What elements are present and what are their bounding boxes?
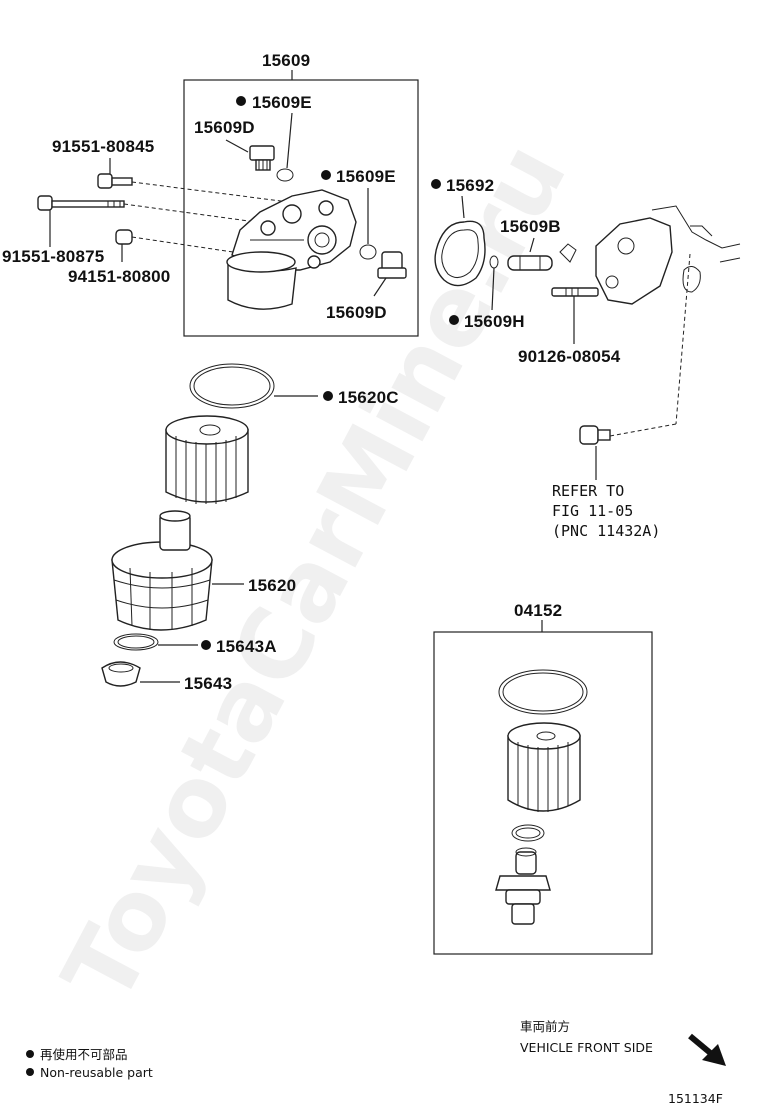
- oil-filter-housing: [226, 189, 357, 310]
- oring-15609E-right: [359, 244, 377, 260]
- pipe-15609B: [507, 255, 553, 271]
- bolt-91551-80845: [97, 173, 133, 189]
- callout-15609D-top: 15609D: [194, 118, 255, 137]
- callout-91551-80875: 91551-80875: [2, 247, 104, 266]
- non-reusable-dot-icon: [201, 640, 211, 650]
- oring-15643A: [113, 633, 159, 651]
- filter-cap-15620: [111, 510, 213, 631]
- stud-90126-08054: [551, 287, 599, 297]
- stud-94151-80800: [115, 229, 133, 245]
- callout-90126-08054: 90126-08054: [518, 347, 621, 366]
- legend-en: Non-reusable part: [40, 1065, 153, 1080]
- non-reusable-dot-icon: [321, 170, 331, 180]
- kit-oring-small: [511, 824, 545, 842]
- engine-block-fragment: [559, 205, 741, 305]
- kit-oring-large: [498, 669, 588, 715]
- kit-drain-fitting: [495, 847, 551, 925]
- kit-filter-element: [507, 722, 581, 812]
- bolt-11432A: [579, 425, 611, 445]
- callout-15692: 15692: [446, 176, 494, 195]
- filter-element: [165, 415, 249, 504]
- refer-line-2: FIG 11-05: [552, 502, 633, 520]
- oring-15609E-top: [276, 168, 294, 182]
- assembly-label-04152: 04152: [514, 601, 562, 620]
- callout-15643A: 15643A: [216, 637, 277, 656]
- drain-plug-15643: [101, 661, 141, 687]
- refer-line-1: REFER TO: [552, 482, 624, 500]
- callout-15609B: 15609B: [500, 217, 561, 236]
- figure-id: 151134F: [668, 1091, 723, 1106]
- assembly-box-15609: [183, 79, 419, 337]
- direction-jp: 車両前方: [520, 1019, 570, 1034]
- non-reusable-dot-icon: [449, 315, 459, 325]
- callout-15643: 15643: [184, 674, 232, 693]
- plug-15609D-bottom: [377, 251, 407, 279]
- non-reusable-dot-icon: [431, 179, 441, 189]
- non-reusable-dot-icon: [26, 1068, 34, 1076]
- non-reusable-dot-icon: [323, 391, 333, 401]
- direction-en: VEHICLE FRONT SIDE: [520, 1040, 653, 1055]
- non-reusable-dot-icon: [236, 96, 246, 106]
- legend-jp: 再使用不可部品: [40, 1047, 128, 1062]
- callout-15609E-top: 15609E: [252, 93, 312, 112]
- callout-91551-80845: 91551-80845: [52, 137, 154, 156]
- plug-15609D-top: [249, 145, 275, 171]
- callout-94151-80800: 94151-80800: [68, 267, 170, 286]
- refer-line-3: (PNC 11432A): [552, 522, 660, 540]
- front-arrow-icon: [688, 1033, 726, 1066]
- non-reusable-dot-icon: [26, 1050, 34, 1058]
- callout-15609D-bottom: 15609D: [326, 303, 387, 322]
- callout-15620C: 15620C: [338, 388, 399, 407]
- callout-15620: 15620: [248, 576, 296, 595]
- callout-15609H: 15609H: [464, 312, 525, 331]
- bolt-91551-80875: [37, 195, 125, 211]
- oring-15620C: [189, 363, 275, 409]
- assembly-box-04152: [433, 631, 653, 955]
- callout-15609E-right: 15609E: [336, 167, 396, 186]
- assembly-label-15609: 15609: [262, 51, 310, 70]
